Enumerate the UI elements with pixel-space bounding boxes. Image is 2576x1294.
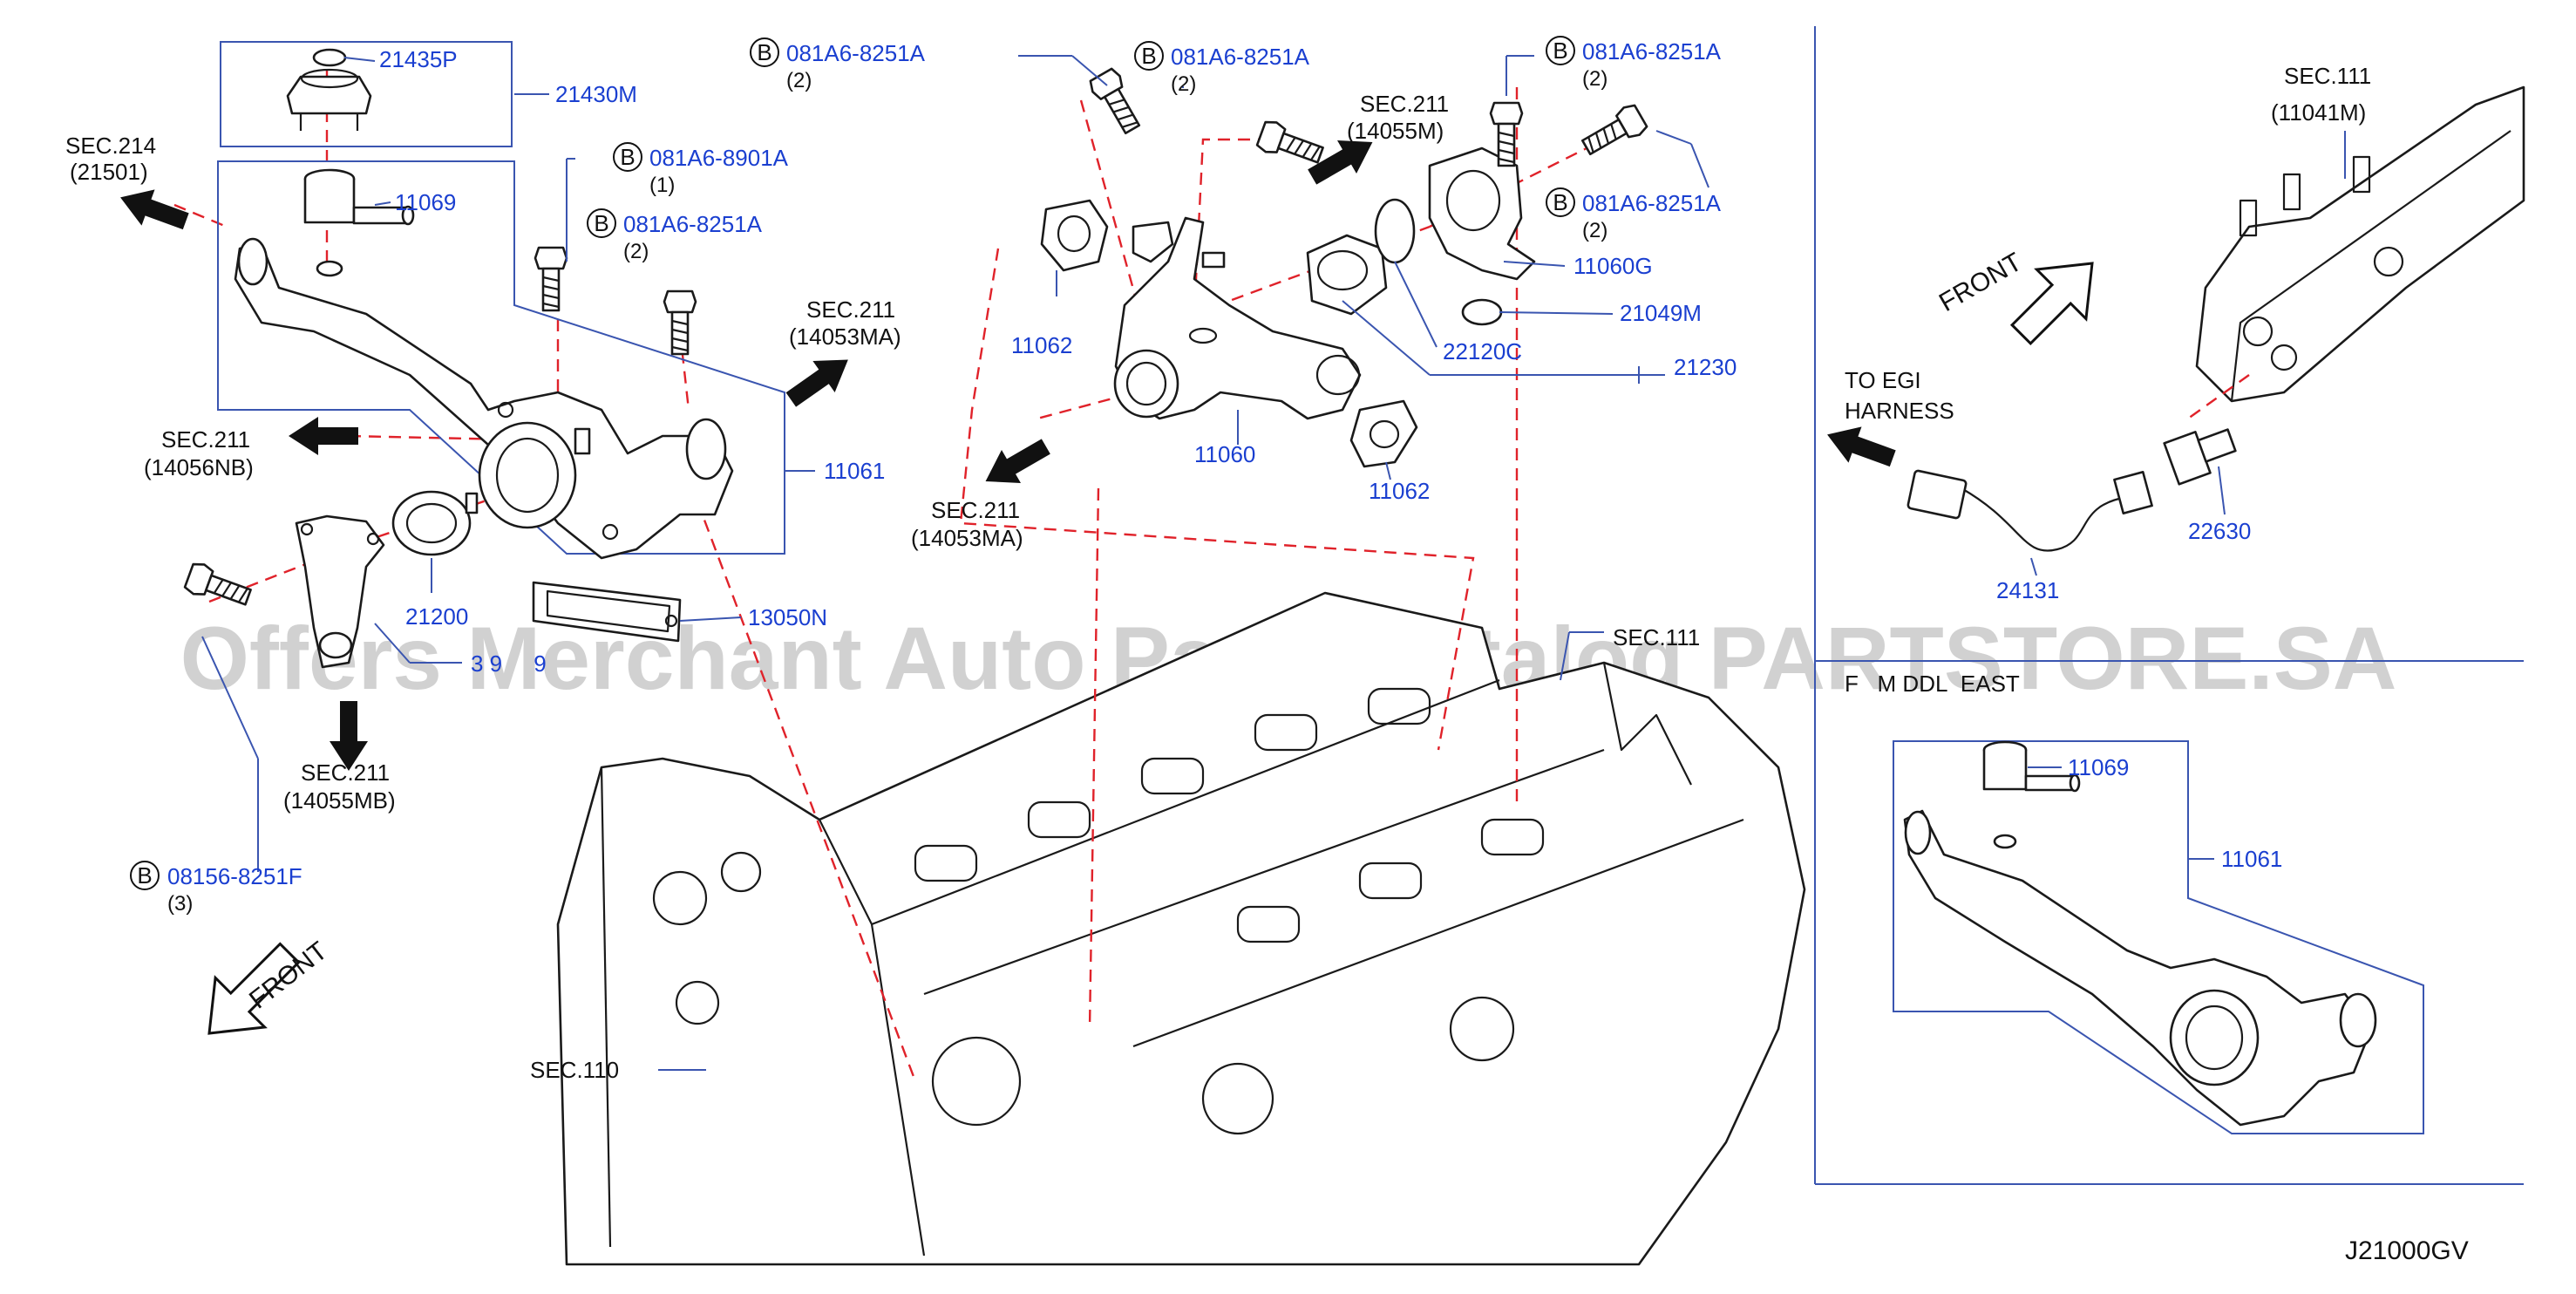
thermostat-housing (295, 514, 385, 669)
front-label-left: FRONT (244, 936, 333, 1015)
gasket-11062-upper (1040, 199, 1109, 272)
bolt-081A6-8251A-left (663, 289, 697, 356)
bolt-part-number: 081A6-8901A (649, 145, 789, 171)
callout-11069: 11069 (395, 189, 456, 215)
bolt-badge-letter: B (1553, 37, 1567, 64)
callout-22120C: 22120C (1443, 338, 1522, 364)
o-ring-21049M (1461, 298, 1503, 326)
thermostat-21200 (391, 490, 479, 556)
gasket-11062-lower (1349, 399, 1418, 468)
bolt-badge-letter: B (757, 39, 771, 65)
bolt-part-number: 08156-8251F (167, 863, 302, 889)
section-ref-number: (14053MA) (911, 525, 1023, 551)
section-ref: SEC.110 (530, 1057, 619, 1083)
filler-neck-11069-middle-east (1982, 740, 2081, 793)
bolt-part-number: 081A6-8251A (1582, 190, 1722, 216)
callout-24131: 24131 (1996, 577, 2059, 603)
callout-21230: 21230 (1674, 354, 1737, 380)
section-ref: SEC.211 (806, 296, 895, 323)
radiator-cap-21430M (286, 48, 372, 131)
section-ref: SEC.111 (1613, 624, 1700, 650)
arrow-icon-egi-harness (1820, 416, 1900, 477)
callout-21430M: 21430M (555, 81, 637, 107)
bolt-quantity: (2) (1582, 67, 1607, 91)
letter-b-circle-icon (130, 36, 1575, 890)
callout-11062-lower: 11062 (1369, 478, 1430, 504)
bolt-081A6-8251A-b (1254, 117, 1327, 172)
thermostat-housing-21230 (1428, 146, 1536, 281)
leader-lines (201, 55, 2226, 872)
outline-arrow-icon-front-right (2009, 262, 2094, 346)
bolt-badge-letter: B (1553, 189, 1567, 215)
cylinder-head-right (2195, 85, 2525, 403)
temperature-sensor-22630 (2163, 428, 2237, 486)
section-ref: SEC.211 (161, 426, 250, 453)
water-outlet-11060 (1113, 216, 1362, 420)
section-ref: SEC.211 (931, 497, 1020, 523)
bolt-badge-letter: B (594, 210, 608, 236)
bolt-quantity: (2) (1582, 219, 1607, 242)
arrow-icon-sec211-14053MA-left (975, 429, 1056, 499)
callout-21049M: 21049M (1620, 300, 1702, 326)
callout-thermostat-housing: 3 9 9 (471, 650, 547, 677)
water-outlet-pipe-11061-middle-east (1903, 809, 2377, 1127)
section-ref-number: (14056NB) (144, 454, 254, 480)
bolt-part-number: 081A6-8251A (1582, 38, 1722, 65)
egi-harness-label-line1: TO EGI (1845, 367, 1921, 393)
section-ref: SEC.111 (2284, 63, 2371, 89)
bolt-badge-letter: B (1141, 43, 1156, 69)
bolt-badge-letter: B (620, 144, 635, 170)
egi-harness-label-line2: HARNESS (1845, 398, 1954, 424)
callout-11062-upper: 11062 (1011, 332, 1072, 358)
bolt-part-number: 081A6-8251A (786, 40, 926, 66)
callout-11060: 11060 (1194, 441, 1255, 467)
bolt-081A6-8901A (534, 246, 568, 312)
callout-11060G: 11060G (1573, 253, 1653, 279)
filler-neck-11069 (303, 168, 415, 226)
gasket-13050N (532, 581, 682, 643)
bolt-081A6-8251A-a (1086, 65, 1147, 139)
outline-arrow-icon-front-left (207, 942, 301, 1035)
arrow-icon-sec214 (113, 179, 193, 240)
callout-11069-middle-east: 11069 (2068, 754, 2129, 780)
section-ref: SEC.211 (301, 759, 390, 786)
arrow-icon-sec211-14056NB (289, 417, 358, 455)
section-ref-number: (14055M) (1347, 118, 1444, 144)
water-outlet-pipe-11061 (234, 237, 734, 560)
engine-block (556, 591, 1806, 1266)
section-ref-number: (14053MA) (789, 324, 901, 350)
callout-11061-middle-east: 11061 (2221, 846, 2282, 872)
bolt-quantity: (2) (786, 69, 812, 92)
front-label-right: FRONT (1934, 248, 2027, 317)
bolt-quantity: (2) (1171, 72, 1196, 96)
bolt-081A6-8251A-d (1577, 101, 1650, 162)
bolt-badge-letter: B (137, 862, 152, 889)
section-ref: SEC.214 (65, 133, 156, 159)
bolt-quantity: (1) (649, 174, 675, 197)
harness-24131 (1907, 469, 2153, 552)
section-ref-number: (21501) (70, 159, 148, 185)
arrow-icon-sec211-14053MA-right (779, 344, 860, 416)
assembly-frame-11061 (217, 41, 785, 555)
section-ref-number: (14055MB) (283, 787, 396, 814)
callout-21200: 21200 (405, 603, 468, 630)
diagram-code: J21000GV (2345, 1236, 2469, 1265)
middle-east-label: F M DDL EAST (1845, 671, 2020, 697)
bolt-quantity: (3) (167, 892, 193, 916)
callout-22630: 22630 (2188, 518, 2251, 544)
o-ring-seal (1374, 198, 1416, 264)
callout-13050N: 13050N (748, 604, 827, 630)
bolt-part-number: 081A6-8251A (1171, 44, 1310, 70)
section-ref: SEC.211 (1360, 91, 1449, 117)
assembly-frame-11061-middle-east (1893, 740, 2424, 1134)
thermostat-22120C (1306, 234, 1388, 316)
section-ref-number: (11041M) (2271, 99, 2366, 126)
bolt-quantity: (2) (623, 240, 649, 263)
bolt-08156-8251F (182, 559, 255, 614)
bolt-part-number: 081A6-8251A (623, 211, 763, 237)
callout-11061: 11061 (824, 458, 885, 484)
callout-21435P: 21435P (379, 46, 458, 72)
